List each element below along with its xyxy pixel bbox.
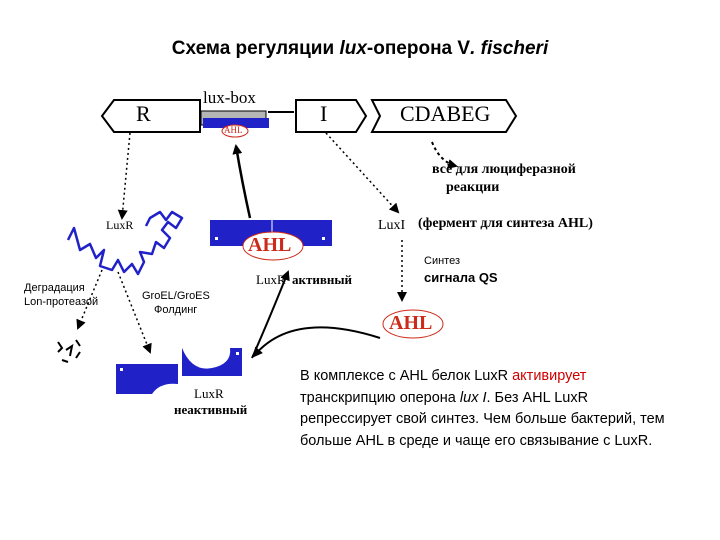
inactive-luxr-right xyxy=(182,348,242,376)
active-luxr-to-operator-arrow xyxy=(232,144,252,219)
inactive-dot-1 xyxy=(120,368,123,371)
ahl-small-label: AHL xyxy=(224,125,243,135)
luxr-inactive-name: LuxR xyxy=(194,386,224,401)
degradation-label-line1: Деградация xyxy=(24,282,85,294)
explanation-text: В комплексе с AHL белок LuxR активирует … xyxy=(300,368,665,449)
gene-i-arrow xyxy=(295,99,368,133)
luxr-active-name: LuxR xyxy=(256,272,286,287)
degraded-fragments xyxy=(57,339,81,363)
luxi-label: LuxI xyxy=(378,218,406,233)
luciferase-label-line2: реакции xyxy=(446,180,500,195)
inactive-to-active-arrow xyxy=(251,270,290,359)
groel-label-line1: GroEL/GroES xyxy=(142,290,210,302)
luxi-description: (фермент для синтеза AHL) xyxy=(418,216,593,231)
luxr-active-state: активный xyxy=(292,272,353,287)
emphasis-activates: активирует xyxy=(512,368,587,384)
inactive-luxr-left xyxy=(116,364,178,394)
synthesis-label-line1: Синтез xyxy=(424,255,460,267)
synthesis-label-line2: сигнала QS xyxy=(424,270,498,285)
luxr-inactive-state: неактивный xyxy=(174,402,248,417)
gene-r-arrow xyxy=(100,99,201,133)
ahl-to-inactive-arrow xyxy=(252,326,381,358)
i-to-luxi-arrow xyxy=(325,132,400,214)
ahl-bound-ellipse xyxy=(242,231,304,261)
r-to-luxr-arrow xyxy=(117,132,131,220)
page-title: Схема регуляции lux-оперона V. fischeri xyxy=(171,38,549,59)
operator-protein-bar xyxy=(203,118,269,128)
gene-i-label: I xyxy=(320,101,328,126)
dimer-dot-2 xyxy=(322,237,325,240)
unfolded-luxr-chain xyxy=(66,210,184,276)
degradation-label-line2: Lon-протеазой xyxy=(24,296,99,308)
ahl-bound-label: AHL xyxy=(248,234,292,256)
luxr-unfolded-label: LuxR xyxy=(106,218,134,232)
groel-label-line2: Фолдинг xyxy=(154,304,198,316)
dimer-dot-1 xyxy=(215,237,218,240)
ahl-small-ellipse xyxy=(221,124,249,138)
gene-cdabeg-label: CDABEG xyxy=(400,101,491,126)
ahl-free-label: AHL xyxy=(389,312,433,334)
luxr-to-folding-arrow xyxy=(117,271,152,354)
ahl-free-ellipse xyxy=(382,309,444,339)
luxr-to-degradation-arrow xyxy=(76,269,103,330)
gene-cdabeg-arrow xyxy=(370,99,518,133)
inactive-dot-2 xyxy=(236,352,239,355)
lux-box-label: lux-box xyxy=(203,88,256,107)
gene-r-label: R xyxy=(136,101,151,126)
luciferase-label-line1: всё для люциферазной xyxy=(432,162,576,177)
cdabeg-to-luciferase-arrow xyxy=(431,141,458,169)
